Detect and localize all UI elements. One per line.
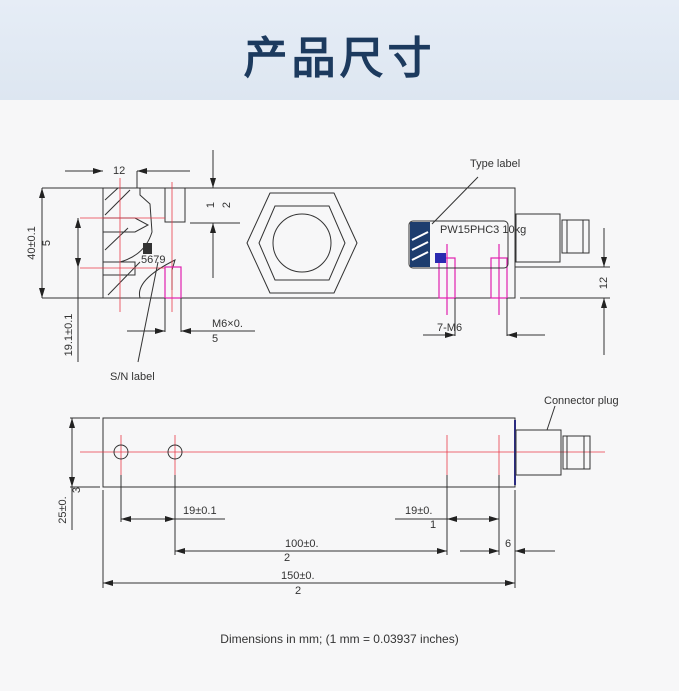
svg-text:PW15PHC3 10kg: PW15PHC3 10kg	[440, 224, 526, 236]
svg-text:Connector plug: Connector plug	[544, 395, 619, 407]
svg-text:1: 1	[430, 519, 436, 531]
svg-text:5: 5	[212, 333, 218, 345]
sn-qr-code	[143, 243, 152, 254]
svg-text:Type label: Type label	[470, 158, 520, 170]
top-view: 5679 PW15PHC3 10kg	[26, 150, 610, 383]
svg-text:7-M6: 7-M6	[437, 322, 462, 334]
svg-text:25±0.: 25±0.	[57, 496, 69, 523]
svg-text:3: 3	[71, 487, 83, 493]
svg-text:2: 2	[295, 585, 301, 597]
bottom-view: Connector plug 25±0. 3 19±0.1 19±0. 1 10…	[57, 395, 619, 597]
svg-text:19±0.1: 19±0.1	[183, 505, 217, 517]
svg-text:100±0.: 100±0.	[285, 538, 319, 550]
svg-text:12: 12	[113, 165, 125, 177]
svg-text:2: 2	[284, 552, 290, 564]
mounting-hole	[167, 444, 183, 460]
threaded-holes-magenta	[164, 244, 508, 315]
header-band: 产品尺寸	[0, 0, 679, 100]
center-hex-nut	[246, 192, 358, 294]
units-note: Dimensions in mm; (1 mm = 0.03937 inches…	[220, 632, 459, 646]
connector-top	[515, 213, 590, 263]
svg-text:S/N label: S/N label	[110, 371, 155, 383]
type-label-plate: PW15PHC3 10kg	[408, 220, 526, 269]
svg-text:19±0.: 19±0.	[405, 505, 432, 517]
svg-text:5679: 5679	[141, 254, 165, 266]
svg-text:6: 6	[505, 538, 511, 550]
svg-text:40±0.1: 40±0.1	[26, 226, 38, 260]
page-title: 产品尺寸	[243, 33, 436, 84]
red-centerlines	[80, 178, 173, 312]
mounting-hole	[113, 444, 129, 460]
svg-text:150±0.: 150±0.	[281, 570, 315, 582]
left-end-block: 5679	[102, 187, 186, 299]
svg-text:M6×0.: M6×0.	[212, 318, 243, 330]
svg-text:2: 2	[221, 202, 233, 208]
connector-bottom	[515, 429, 591, 476]
svg-text:12: 12	[598, 277, 610, 289]
svg-text:19.1±0.1: 19.1±0.1	[63, 314, 75, 357]
body-outline-bottom	[102, 417, 516, 488]
svg-text:5: 5	[41, 240, 53, 246]
svg-text:1: 1	[205, 202, 217, 208]
